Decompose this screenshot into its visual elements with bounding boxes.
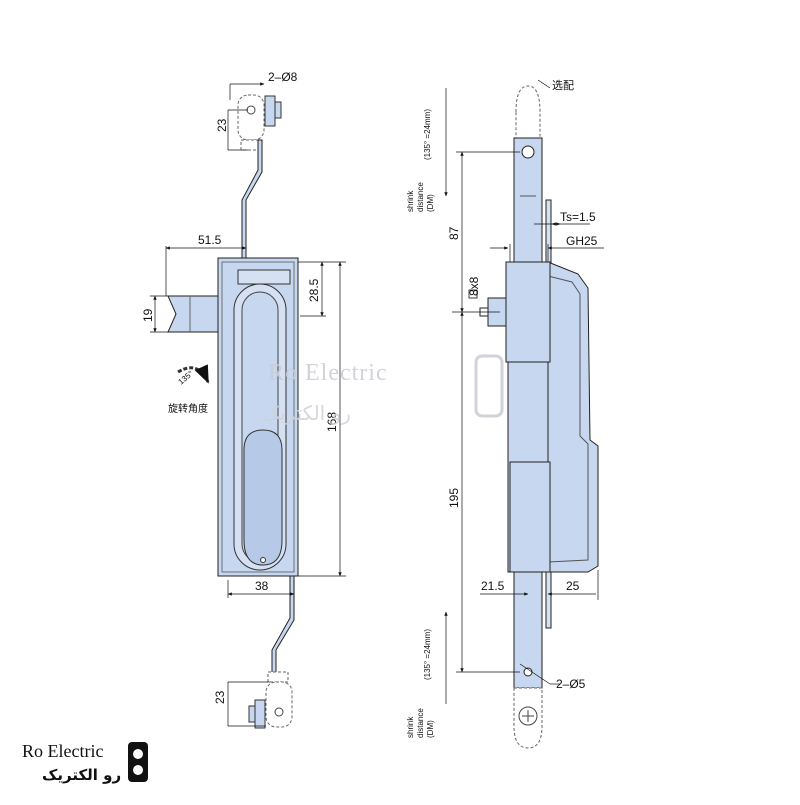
label-ts: Ts=1.5	[560, 210, 596, 224]
label-bottom-link: 23	[213, 690, 227, 704]
label-gh: GH25	[566, 234, 598, 248]
label-square: 8x8	[467, 276, 481, 296]
bottom-rod	[271, 575, 295, 683]
label-tongue: 19	[141, 308, 155, 322]
bottom-clevis	[248, 671, 293, 729]
label-shrink-top-1: shrink	[406, 190, 415, 212]
top-clevis	[237, 94, 282, 151]
label-25: 25	[566, 579, 580, 593]
side-upper-rod	[513, 137, 543, 264]
label-body-height: 168	[325, 412, 339, 432]
logo-persian: رو الکتریک	[42, 766, 121, 784]
rotation-arrow	[177, 364, 210, 384]
label-21-5: 21.5	[481, 579, 505, 593]
logo-english: Ro Electric	[22, 741, 103, 761]
handle-keyhole	[260, 557, 266, 563]
label-handle-height: 28.5	[307, 278, 321, 302]
side-housing	[547, 261, 599, 573]
watermark-english: Ro Electric	[268, 360, 388, 386]
label-shrink-bottom-2: distance	[416, 708, 425, 738]
square-symbol	[468, 289, 478, 299]
label-shrink-bottom-note: (135° =24mm)	[423, 629, 432, 680]
label-shrink-bottom-3: (DM)	[426, 720, 435, 738]
label-shrink-top-3: (DM)	[426, 194, 435, 212]
label-shrink-top-note: (135° =24mm)	[423, 109, 432, 160]
logo-mark	[128, 742, 148, 782]
label-top-link: 23	[215, 118, 229, 132]
label-shrink-top-2: distance	[416, 182, 425, 212]
side-top-hole	[521, 145, 535, 159]
front-view	[150, 82, 346, 729]
top-plaque	[237, 269, 291, 285]
label-width: 51.5	[198, 233, 222, 247]
brand-logo: Ro Electric رو الکتریک	[22, 741, 148, 784]
label-body-width: 38	[255, 579, 269, 593]
handle-grip	[243, 429, 283, 566]
label-top-holes: 2–Ø8	[268, 70, 298, 84]
latch-tongue	[167, 295, 219, 333]
watermark: Ro Electric رو الکتریک	[262, 354, 504, 425]
side-dimensions	[444, 79, 604, 704]
side-top-clevis	[515, 85, 541, 141]
label-87: 87	[447, 226, 461, 240]
label-optional: 选配	[552, 79, 574, 92]
label-rotation-caption: 旋转角度	[168, 402, 208, 415]
top-rod	[241, 139, 263, 259]
label-shrink-bottom-1: shrink	[406, 716, 415, 738]
watermark-persian: رو الکتریک	[262, 401, 351, 425]
label-195: 195	[447, 488, 461, 508]
front-dimensions	[150, 82, 346, 727]
side-view	[444, 79, 604, 749]
label-bottom-holes: 2–Ø5	[556, 677, 586, 691]
